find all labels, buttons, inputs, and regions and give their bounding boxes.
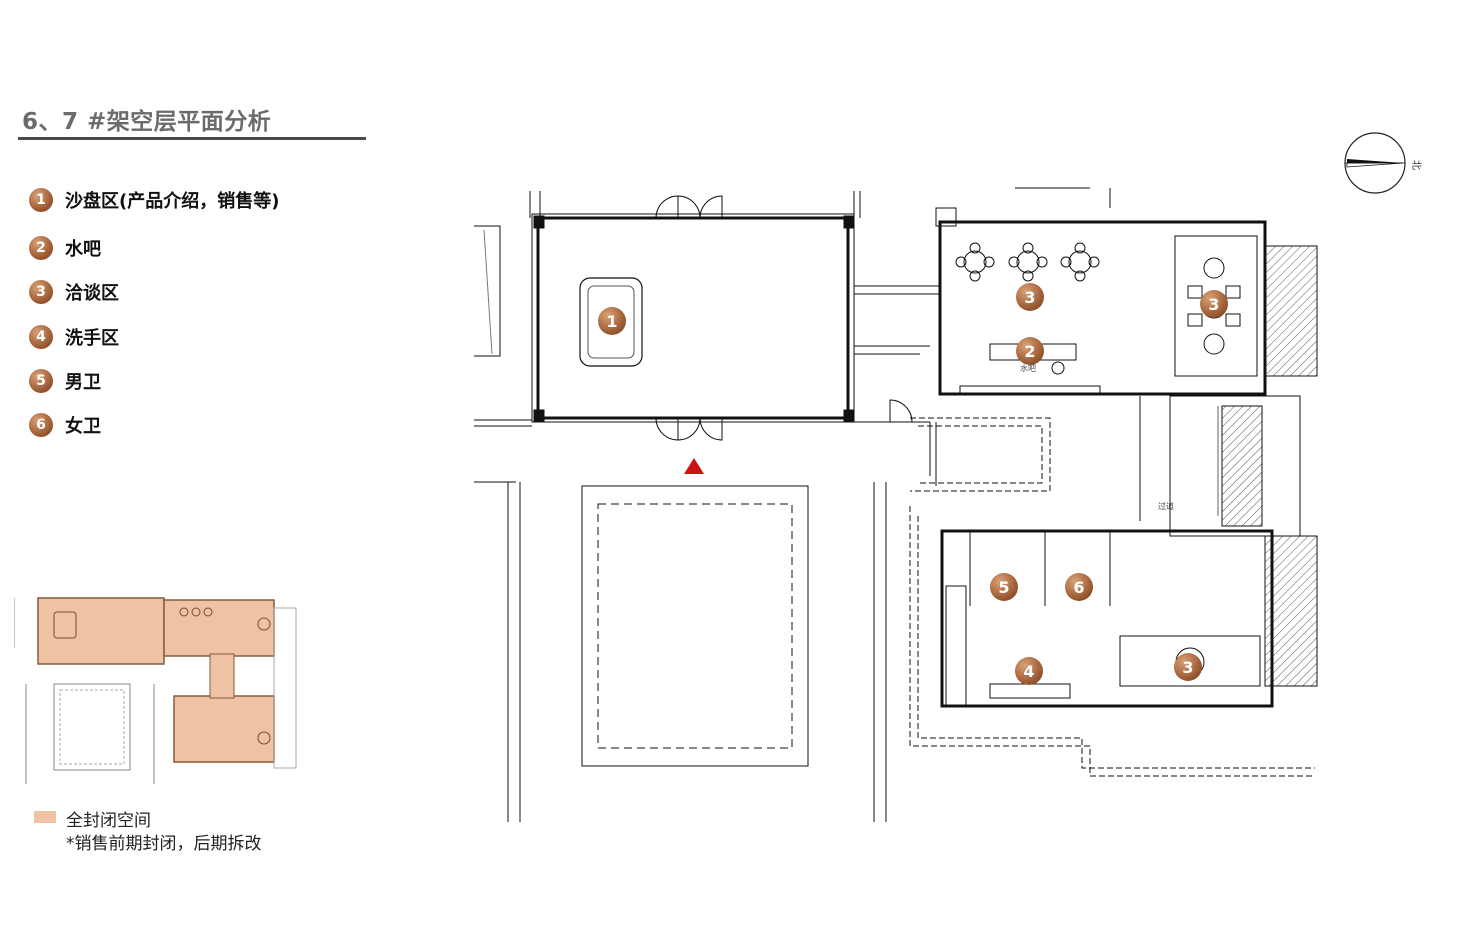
corridor-label: 过道 [1158, 502, 1174, 511]
floor-plan [474, 187, 1318, 822]
swatch-label: 全封闭空间 [66, 811, 151, 831]
legend-label: 洽谈区 [65, 283, 119, 304]
enclosed-space-swatch [34, 811, 56, 823]
legend-item: 5 男卫 [29, 368, 369, 394]
plan-marker-lounge: 3 [1174, 653, 1202, 681]
legend-number-badge: 1 [29, 188, 53, 212]
legend-number-badge: 2 [29, 236, 53, 260]
remark-text: *销售前期封闭，后期拆改 [66, 834, 262, 854]
legend-number-badge: 4 [29, 325, 53, 349]
legend-label: 沙盘区(产品介绍，销售等) [65, 191, 280, 212]
plan-marker-water-bar: 2 [1016, 337, 1044, 365]
page-title: 6、7 #架空层平面分析 [22, 109, 272, 135]
legend-item: 2 水吧 [29, 235, 369, 261]
legend-number-badge: 5 [29, 369, 53, 393]
legend-number-badge: 6 [29, 413, 53, 437]
title-underline [18, 137, 366, 140]
legend-number-badge: 3 [29, 280, 53, 304]
legend-item: 6 女卫 [29, 412, 369, 438]
legend-label: 男卫 [65, 372, 101, 393]
plan-marker-womens-room: 6 [1065, 573, 1093, 601]
legend-item: 3 洽谈区 [29, 279, 369, 305]
legend-label: 女卫 [65, 416, 101, 437]
legend-label: 洗手区 [65, 328, 119, 349]
thumbnail-plan [14, 597, 297, 784]
plan-marker-mens-room: 5 [990, 573, 1018, 601]
north-compass-icon: 北 [1344, 132, 1422, 194]
plan-marker-lounge: 3 [1016, 283, 1044, 311]
entrance-arrow-icon [684, 458, 704, 474]
water-bar-label: 水吧 [1020, 364, 1036, 373]
north-label: 北 [1410, 160, 1422, 170]
plan-marker-lounge: 3 [1200, 290, 1228, 318]
plan-marker-sand-table: 1 [598, 307, 626, 335]
plan-marker-washing: 4 [1015, 657, 1043, 685]
legend-item: 1 沙盘区(产品介绍，销售等) [29, 187, 369, 213]
legend-label: 水吧 [65, 239, 101, 260]
legend-item: 4 洗手区 [29, 324, 369, 350]
